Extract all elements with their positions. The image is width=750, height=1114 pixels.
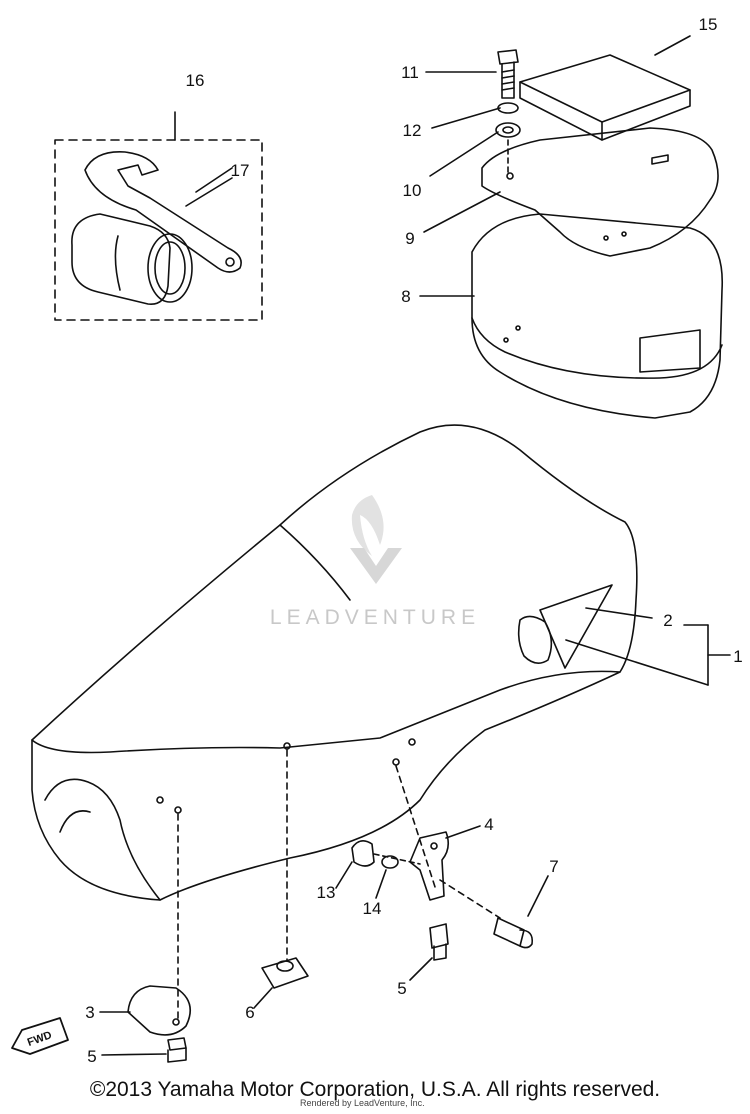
bracket-3	[127, 985, 192, 1036]
watermark-text: LEADVENTURE	[270, 606, 480, 629]
nut-plate-6	[261, 957, 309, 989]
seat-plate	[481, 127, 719, 257]
part-label-1: 1	[733, 647, 742, 666]
bolt-11	[497, 49, 519, 99]
part-label-12: 12	[403, 121, 422, 140]
part-label-9: 9	[405, 229, 414, 248]
seat-body	[31, 424, 638, 901]
wrench-tool	[84, 151, 242, 273]
part-label-5-upper: 5	[397, 979, 406, 998]
part-label-15: 15	[699, 15, 718, 34]
washer-12	[497, 102, 519, 114]
bolt-5-upper	[429, 923, 449, 961]
part-label-13: 13	[317, 883, 336, 902]
part-label-4: 4	[484, 815, 493, 834]
copyright-notice: ©2013 Yamaha Motor Corporation, U.S.A. A…	[89, 1078, 661, 1101]
part-label-17: 17	[231, 161, 250, 180]
tool-kit-box	[54, 111, 263, 321]
watermark-logo-icon	[350, 495, 402, 584]
part-label-16: 16	[186, 71, 205, 90]
bolt-5-lower	[167, 1037, 187, 1063]
part-number-labels: 15 11 12 10 9 8 16 17 2 1 4 7 13 14 5 3 …	[85, 15, 742, 1066]
part-label-7: 7	[549, 857, 558, 876]
part-label-2: 2	[663, 611, 672, 630]
part-label-14: 14	[363, 899, 382, 918]
part-label-3: 3	[85, 1003, 94, 1022]
part-label-10: 10	[403, 181, 422, 200]
bolt-7	[493, 917, 534, 949]
storage-box	[471, 213, 724, 419]
nut-13	[351, 840, 375, 867]
part-label-6: 6	[245, 1003, 254, 1022]
seat-pad	[519, 35, 691, 141]
grommet-10	[495, 122, 521, 138]
bracket-4	[409, 831, 450, 901]
render-credit: Rendered by LeadVenture, Inc.	[300, 1098, 425, 1108]
part-label-8: 8	[401, 287, 410, 306]
fwd-arrow-icon	[11, 1017, 69, 1055]
tool-pouch	[71, 213, 193, 305]
part-label-5-lower: 5	[87, 1047, 96, 1066]
washer-14	[381, 855, 399, 869]
part-label-11: 11	[401, 63, 419, 82]
